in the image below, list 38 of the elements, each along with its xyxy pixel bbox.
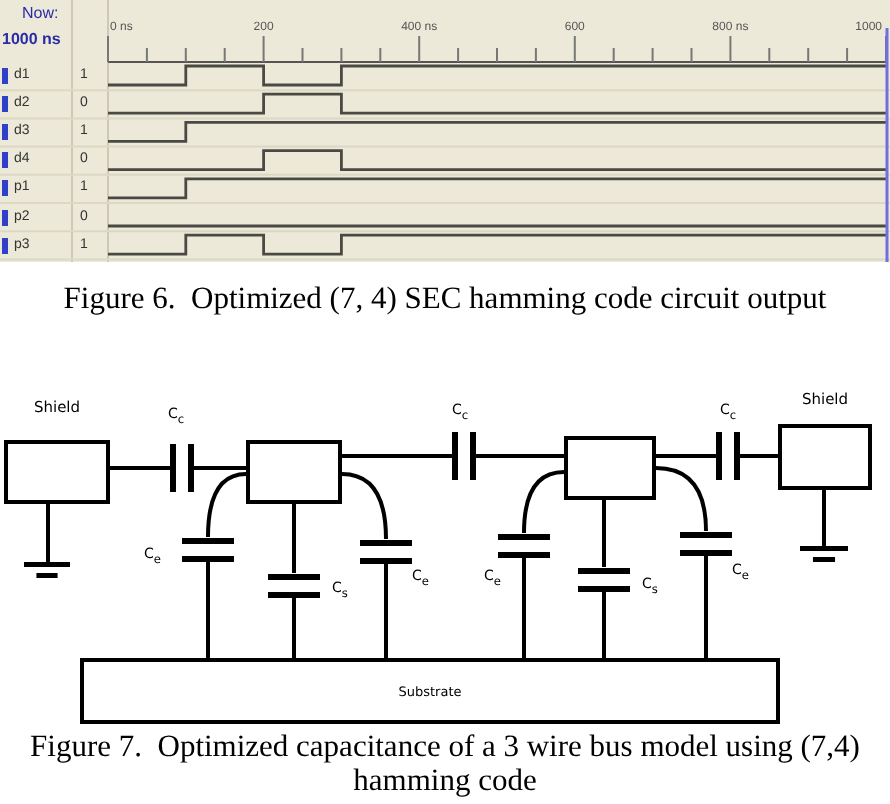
capacitor-symbol [452,432,476,480]
substrate-box [80,658,780,724]
wire-line [655,466,708,532]
wire-line [292,504,296,573]
wire-box [564,436,656,500]
ground-symbol [24,562,70,578]
current-time-label: 1000 ns [2,30,61,48]
capacitor-symbol [716,432,740,480]
wire-line [602,500,606,567]
wire-line [292,597,296,658]
wire-line [341,472,388,540]
wire-line [476,454,564,458]
wire-line [384,563,388,658]
capacitor-symbol [498,533,550,557]
now-label: Now: [22,4,59,22]
wire-line [704,555,708,658]
wire-line [522,557,526,658]
wire-line [46,504,50,562]
wire-line [342,454,452,458]
wire-line [206,561,210,658]
wire-line [656,454,716,458]
capacitor-symbol [268,573,320,597]
wire-line [206,472,247,538]
figure-caption: Figure 7. Optimized capacitance of a 3 wire bus model using (7,4) hamming code [28,730,862,798]
capacitor-symbol [170,444,194,492]
wire-box [246,440,342,504]
wire-line [602,591,606,658]
wire-line [740,454,778,458]
wire-line [822,490,826,546]
capacitor-symbol [360,539,412,563]
capacitor-symbol [182,537,234,561]
figure-caption: Figure 6. Optimized (7, 4) SEC hamming code circuit output [63,282,827,316]
capacitor-symbol [680,531,732,555]
capacitor-symbol [578,567,630,591]
ground-symbol [800,546,848,562]
wire-line [194,466,246,470]
wire-line [110,466,170,470]
wire-line [522,470,565,534]
